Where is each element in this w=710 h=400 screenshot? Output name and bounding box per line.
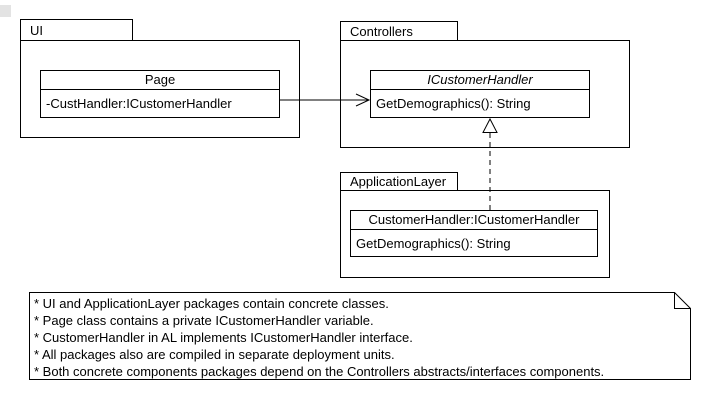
note-line: * Page class contains a private ICustome… [34, 313, 374, 328]
note-line: * Both concrete components packages depe… [34, 364, 605, 379]
screen-artifact [0, 5, 11, 17]
note-line: * CustomerHandler in AL implements ICust… [34, 330, 413, 345]
class-customerhandler: CustomerHandler:ICustomerHandler GetDemo… [350, 210, 598, 257]
note-line: * All packages also are compiled in sepa… [34, 347, 395, 362]
package-ui-label: UI [30, 22, 43, 38]
class-icustomerhandler-method: GetDemographics(): String [376, 96, 531, 111]
note: * UI and ApplicationLayer packages conta… [29, 292, 688, 380]
package-controllers-tab: Controllers [340, 21, 458, 41]
class-customerhandler-method: GetDemographics(): String [356, 235, 511, 251]
package-applicationlayer-label: ApplicationLayer [350, 174, 447, 189]
note-line: * UI and ApplicationLayer packages conta… [34, 296, 389, 311]
class-page: Page -CustHandler:ICustomerHandler [40, 70, 280, 118]
package-controllers-label: Controllers [350, 23, 413, 39]
package-applicationlayer-tab: ApplicationLayer [340, 172, 458, 191]
class-icustomerhandler: ICustomerHandler GetDemographics(): Stri… [370, 70, 590, 118]
class-page-attribute: -CustHandler:ICustomerHandler [46, 96, 232, 111]
class-customerhandler-title: CustomerHandler:ICustomerHandler [351, 211, 597, 230]
class-page-title: Page [41, 71, 279, 90]
package-ui-tab: UI [20, 19, 133, 41]
class-icustomerhandler-title: ICustomerHandler [371, 71, 589, 90]
